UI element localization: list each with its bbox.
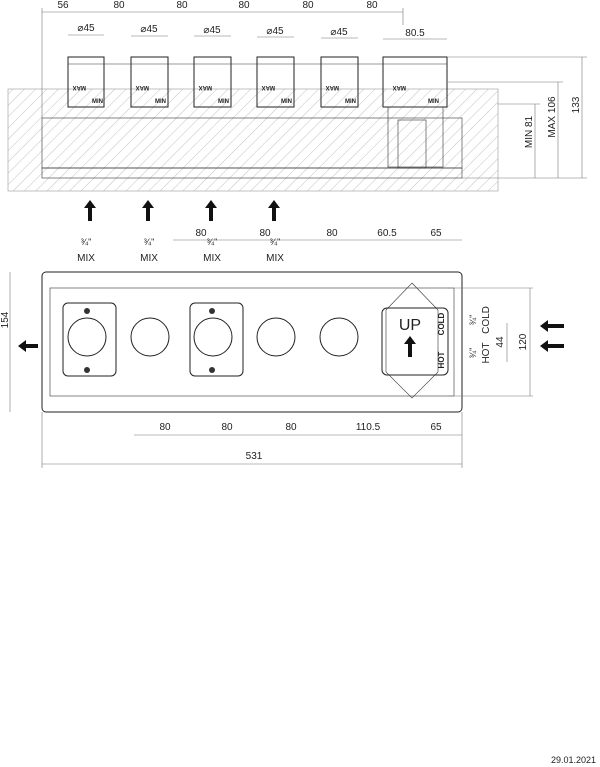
depth-dimensions: MIN 81 MAX 106 133 — [447, 56, 587, 179]
arrow-up-icon — [205, 200, 217, 221]
dim-label: 110.5 — [356, 422, 381, 433]
inlet-gap-label: 44 — [495, 336, 506, 348]
cartridge-labels: MAX MAX MAX MAX MAX MAX MIN MIN MIN MIN … — [73, 84, 439, 105]
dim-label: 80 — [285, 422, 297, 433]
outlet-labels: ¾" MIX ¾" MIX ¾" MIX ¾" MIX — [77, 237, 284, 264]
max-mark: MAX — [393, 84, 406, 90]
total-height-label: 133 — [571, 96, 582, 113]
dim-80: 80 — [238, 0, 250, 11]
min-mark: MIN — [92, 99, 103, 105]
dim-label: 80 — [195, 228, 207, 239]
top-dimensions: 56 80 80 80 80 80 ⌀45 ⌀45 ⌀45 ⌀45 ⌀45 80… — [41, 0, 447, 118]
min-mark: MIN — [281, 99, 292, 105]
dim-80: 80 — [113, 0, 125, 11]
diameter-label: ⌀45 — [77, 23, 95, 34]
base-plate — [41, 167, 463, 179]
side-view: MAX MAX MAX MAX MAX MAX MIN MIN MIN MIN … — [7, 0, 587, 192]
outlet-mix-label: MIX — [203, 253, 221, 264]
dim-label: 60.5 — [377, 228, 397, 239]
arrow-up-icon — [142, 200, 154, 221]
cold-size: ¾" — [468, 315, 478, 326]
min-mark: MIN — [155, 99, 166, 105]
dim-label: 80 — [259, 228, 271, 239]
max-mark: MAX — [73, 84, 86, 90]
outlet-arrows — [84, 200, 280, 221]
diameter-label: ⌀45 — [266, 26, 284, 37]
max-mark: MAX — [262, 84, 275, 90]
min-mark: MIN — [218, 99, 229, 105]
up-label: UP — [399, 317, 421, 334]
max-depth-label: MAX 106 — [547, 96, 558, 138]
max-mark: MAX — [199, 84, 212, 90]
valve-bodies — [62, 282, 439, 399]
front-view: ¾" MIX ¾" MIX ¾" MIX ¾" MIX 80 80 80 60.… — [0, 200, 564, 468]
wall-hatch — [7, 88, 499, 192]
arrow-up-icon — [404, 336, 416, 357]
outlet-mix-label: MIX — [266, 253, 284, 264]
hot-box-label: HOT — [437, 351, 446, 368]
diameter-label: ⌀45 — [203, 25, 221, 36]
min-depth-label: MIN 81 — [524, 115, 535, 148]
outlet-mix-label: MIX — [140, 253, 158, 264]
cold-box-label: COLD — [437, 312, 446, 335]
dim-label: 80 — [221, 422, 233, 433]
front-bottom-dimensions: 80 80 80 110.5 65 531 — [41, 412, 463, 468]
dim-label: 80 — [326, 228, 338, 239]
dim-label: 65 — [430, 422, 442, 433]
outlet-size: ¾" — [270, 237, 281, 247]
dim-80: 80 — [302, 0, 314, 11]
arrow-left-icon — [540, 320, 564, 332]
diameter-label: ⌀45 — [330, 27, 348, 38]
dim-80: 80 — [366, 0, 378, 11]
front-top-dimensions: 80 80 80 60.5 65 — [173, 228, 462, 241]
outlet-size: ¾" — [81, 237, 92, 247]
arrow-left-icon — [18, 340, 38, 352]
dim-80: 80 — [176, 0, 188, 11]
outlet-size: ¾" — [144, 237, 155, 247]
hot-size: ¾" — [468, 348, 478, 359]
outlet-size: ¾" — [207, 237, 218, 247]
inlet-spacing-label: 120 — [518, 333, 529, 350]
mounting-plate — [41, 271, 463, 413]
inlet-labels: ¾" COLD ¾" HOT 44 120 — [448, 287, 564, 397]
min-mark: MIN — [345, 99, 356, 105]
min-mark: MIN — [428, 99, 439, 105]
hot-inlet-label: HOT — [481, 342, 492, 363]
total-width-label: 531 — [246, 451, 263, 462]
max-mark: MAX — [136, 84, 149, 90]
dim-label: 65 — [430, 228, 442, 239]
dim-label: 80 — [159, 422, 171, 433]
dim-56: 56 — [57, 0, 69, 11]
drawing-date: 29.01.2021 — [551, 755, 596, 765]
mixer-box — [381, 307, 449, 376]
arrow-left-icon — [540, 340, 564, 352]
arrow-up-icon — [84, 200, 96, 221]
diameter-label: ⌀45 — [140, 24, 158, 35]
outlet-mix-label: MIX — [77, 253, 95, 264]
max-mark: MAX — [326, 84, 339, 90]
arrow-up-icon — [268, 200, 280, 221]
cold-inlet-label: COLD — [481, 306, 492, 334]
box-width-label: 80.5 — [405, 28, 425, 39]
height-label: 154 — [0, 311, 11, 328]
